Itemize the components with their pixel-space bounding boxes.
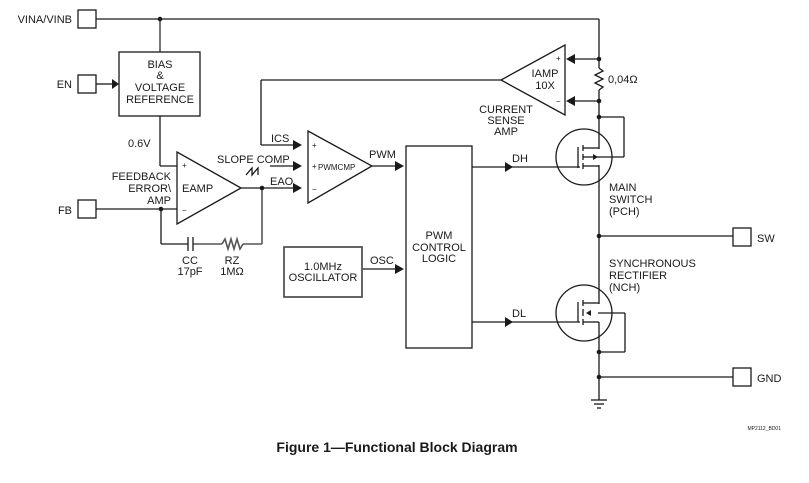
svg-text:(PCH): (PCH) [609, 206, 640, 218]
pin-en-label: EN [57, 79, 72, 91]
arrows [112, 54, 575, 327]
figure-caption: Figure 1—Functional Block Diagram [276, 439, 517, 455]
svg-text:SENSE: SENSE [487, 115, 524, 127]
pin-vin-label: VINA/VINB [18, 14, 72, 26]
oscillator-block: 1.0MHz OSCILLATOR [283, 246, 363, 298]
ics-arrow [293, 140, 302, 150]
svg-text:−: − [312, 185, 317, 194]
svg-text:AMP: AMP [147, 195, 171, 207]
svg-text:RZ: RZ [225, 255, 240, 267]
resistor-rz: RZ 1MΩ [220, 236, 244, 278]
pwm-control-logic-block: PWM CONTROL LOGIC [405, 145, 473, 349]
svg-text:EAMP: EAMP [182, 183, 213, 195]
pin-vin: VINA/VINB [18, 9, 97, 29]
svg-text:1MΩ: 1MΩ [220, 266, 244, 278]
eamp-description: FEEDBACK ERROR\ AMP [112, 171, 172, 207]
current-sense-amplifier: + − IAMP 10X [499, 43, 566, 117]
svg-text:+: + [312, 162, 317, 171]
svg-text:(NCH): (NCH) [609, 282, 640, 294]
svg-text:LOGIC: LOGIC [422, 253, 456, 265]
capacitor-cc: CC 17pF [177, 237, 203, 278]
slope-arrow [293, 161, 302, 171]
svg-text:+: + [556, 54, 561, 63]
drawing-id: MP2112_BD01 [747, 426, 781, 432]
svg-text:BIAS: BIAS [147, 59, 172, 71]
svg-text:−: − [556, 97, 561, 106]
sawtooth-icon [245, 166, 259, 177]
dh-label: DH [512, 153, 528, 165]
svg-text:&: & [156, 70, 164, 82]
svg-text:REFERENCE: REFERENCE [126, 94, 194, 106]
svg-text:10X: 10X [535, 80, 555, 92]
sync-rectifier-nmos [555, 284, 613, 342]
dh-arrow [505, 162, 513, 172]
svg-text:PWM: PWM [426, 230, 453, 242]
dl-arrow [505, 317, 513, 327]
svg-text:CONTROL: CONTROL [412, 242, 466, 254]
ref-voltage-label: 0.6V [128, 138, 151, 150]
pin-en: EN [57, 74, 97, 94]
error-amplifier: + − EAMP [176, 150, 243, 226]
pin-fb: FB [58, 199, 97, 219]
pwm-comparator: + + − PWMCMP [307, 129, 374, 205]
svg-text:+: + [312, 141, 317, 150]
svg-text:CC: CC [182, 255, 198, 267]
pin-sw: SW [732, 227, 775, 247]
svg-text:1.0MHz: 1.0MHz [304, 261, 342, 273]
eao-arrow [293, 183, 302, 193]
ground-icon [591, 399, 607, 409]
iamp-description: CURRENT SENSE AMP [479, 104, 533, 138]
svg-text:OSCILLATOR: OSCILLATOR [289, 272, 358, 284]
main-switch-label: MAIN SWITCH (PCH) [609, 182, 652, 218]
iamp-plus-arrow [566, 54, 575, 64]
svg-text:PWMCMP: PWMCMP [318, 163, 355, 172]
svg-text:RECTIFIER: RECTIFIER [609, 270, 667, 282]
svg-text:0,04Ω: 0,04Ω [608, 74, 638, 86]
pin-gnd-label: GND [757, 373, 782, 385]
sync-rectifier-label: SYNCHRONOUS RECTIFIER (NCH) [609, 258, 696, 294]
pwm-label: PWM [369, 149, 396, 161]
svg-text:VOLTAGE: VOLTAGE [135, 82, 185, 94]
pin-gnd: GND [732, 367, 782, 387]
svg-text:IAMP: IAMP [532, 68, 559, 80]
iamp-minus-arrow [566, 96, 575, 106]
svg-text:−: − [182, 206, 187, 215]
svg-text:SWITCH: SWITCH [609, 194, 652, 206]
sense-resistor: 0,04Ω [593, 67, 638, 91]
svg-text:+: + [182, 161, 187, 170]
pwm-arrow [395, 161, 404, 171]
bias-reference-block: BIAS & VOLTAGE REFERENCE [118, 51, 201, 117]
svg-text:MAIN: MAIN [609, 182, 637, 194]
en-arrow [112, 79, 119, 89]
osc-label: OSC [370, 255, 394, 267]
svg-text:SYNCHRONOUS: SYNCHRONOUS [609, 258, 696, 270]
eao-label: EAO [270, 176, 294, 188]
svg-text:AMP: AMP [494, 126, 518, 138]
ics-label: ICS [271, 133, 289, 145]
wires [96, 16, 733, 400]
main-switch-pmos [555, 128, 613, 186]
slope-comp-label: SLOPE COMP [217, 154, 290, 166]
svg-text:FEEDBACK: FEEDBACK [112, 171, 172, 183]
svg-text:CURRENT: CURRENT [479, 104, 533, 116]
osc-arrow [395, 264, 404, 274]
svg-text:ERROR\: ERROR\ [128, 183, 172, 195]
pin-sw-label: SW [757, 233, 775, 245]
svg-text:17pF: 17pF [177, 266, 202, 278]
pin-fb-label: FB [58, 205, 72, 217]
dl-label: DL [512, 308, 526, 320]
